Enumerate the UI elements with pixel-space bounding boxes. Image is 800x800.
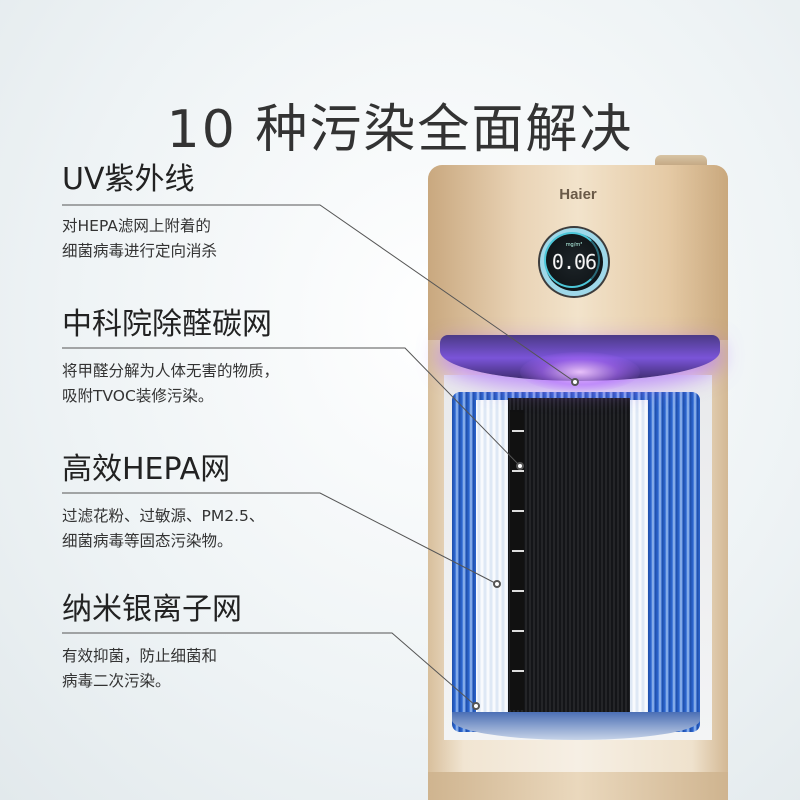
callout-line-uv — [62, 204, 576, 383]
feature-desc-line: 有效抑菌，防止细菌和 — [62, 647, 218, 665]
callout-line-carbon — [62, 347, 521, 467]
carbon-filter-edge — [510, 410, 524, 710]
feature-silver-ion: 纳米银离子网 有效抑菌，防止细菌和 病毒二次污染。 — [62, 590, 362, 694]
callout-dot-silver — [472, 702, 480, 710]
callout-line-hepa — [62, 492, 498, 585]
feature-desc-line: 过滤花粉、过敏源、PM2.5、 — [62, 507, 265, 525]
feature-desc-line: 细菌病毒等固态污染物。 — [62, 532, 233, 550]
callout-dot-hepa — [493, 580, 501, 588]
feature-desc-line: 对HEPA滤网上附着的 — [62, 217, 211, 235]
hepa-filter-left — [476, 400, 508, 722]
feature-uv: UV紫外线 对HEPA滤网上附着的 细菌病毒进行定向消杀 — [62, 160, 362, 264]
callout-dot-uv — [571, 378, 579, 386]
display-ring — [544, 232, 600, 288]
purifier-base — [428, 772, 728, 800]
feature-hepa: 高效HEPA网 过滤花粉、过敏源、PM2.5、 细菌病毒等固态污染物。 — [62, 450, 362, 554]
feature-carbon: 中科院除醛碳网 将甲醛分解为人体无害的物质， 吸附TVOC装修污染。 — [62, 305, 362, 409]
feature-title: UV紫外线 — [62, 162, 195, 197]
feature-desc-line: 病毒二次污染。 — [62, 672, 171, 690]
uv-glow — [520, 352, 640, 392]
callout-dot-carbon — [516, 462, 524, 470]
brand-logo: Haier — [559, 186, 597, 203]
page-title: 10 种污染全面解决 — [166, 99, 634, 160]
air-quality-display: mg/m³ 0.06 — [540, 228, 608, 296]
display-value: 0.06 — [551, 250, 597, 274]
callout-line-silver — [62, 632, 477, 707]
hepa-filter-right — [628, 400, 648, 722]
feature-title: 纳米银离子网 — [62, 592, 242, 627]
feature-title: 中科院除醛碳网 — [62, 307, 272, 342]
feature-description: 对HEPA滤网上附着的 细菌病毒进行定向消杀 — [62, 214, 362, 264]
feature-desc-line: 吸附TVOC装修污染。 — [62, 387, 214, 405]
feature-description: 将甲醛分解为人体无害的物质， 吸附TVOC装修污染。 — [62, 359, 362, 409]
feature-desc-line: 将甲醛分解为人体无害的物质， — [62, 362, 280, 380]
feature-description: 过滤花粉、过敏源、PM2.5、 细菌病毒等固态污染物。 — [62, 504, 362, 554]
carbon-filter — [508, 398, 630, 724]
feature-desc-line: 细菌病毒进行定向消杀 — [62, 242, 218, 260]
feature-title: 高效HEPA网 — [62, 452, 231, 487]
feature-description: 有效抑菌，防止细菌和 病毒二次污染。 — [62, 644, 362, 694]
display-unit: mg/m³ — [565, 242, 583, 248]
